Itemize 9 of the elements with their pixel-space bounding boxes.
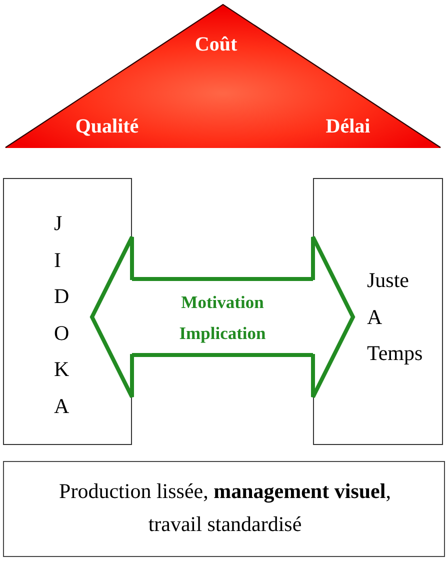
- pillar-label: J I D O K A: [54, 210, 70, 420]
- base-text: Production lissée, management visuel, travail standardisé: [58, 478, 392, 538]
- roof-label: Qualité: [75, 116, 139, 138]
- pillar-box: [3, 178, 132, 445]
- pillar-box: [313, 178, 443, 445]
- roof-label: Délai: [326, 116, 370, 138]
- base-box: [3, 461, 445, 557]
- roof-label: Coût: [194, 34, 238, 56]
- pillar-label: Juste A Temps: [367, 267, 423, 367]
